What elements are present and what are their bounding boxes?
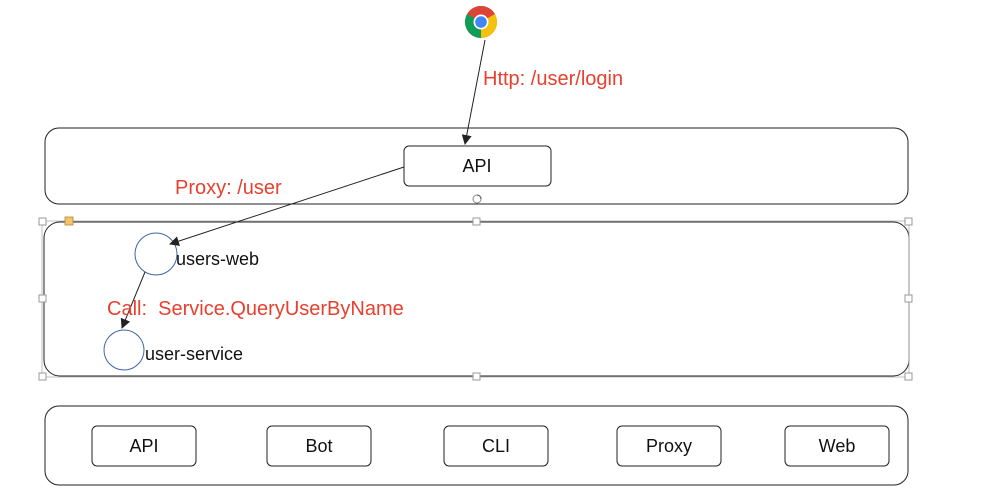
- call-annotation: Call: Service.QueryUserByName: [107, 298, 404, 320]
- handle-bottom-middle[interactable]: [472, 372, 481, 381]
- handle-top-right[interactable]: [904, 217, 913, 226]
- handle-top-middle[interactable]: [472, 217, 481, 226]
- handle-top-left[interactable]: [38, 217, 47, 226]
- corner-radius-handle[interactable]: [64, 216, 74, 226]
- client-label-proxy: Proxy: [646, 436, 692, 456]
- handle-bottom-right[interactable]: [904, 372, 913, 381]
- handle-middle-right[interactable]: [904, 294, 913, 303]
- users-web-label: users-web: [176, 249, 259, 269]
- users-web-node[interactable]: [134, 232, 178, 276]
- client-label-cli: CLI: [482, 436, 510, 456]
- client-label-api: API: [129, 436, 158, 456]
- client-box-bot[interactable]: Bot: [266, 425, 372, 467]
- client-box-api[interactable]: API: [91, 425, 197, 467]
- user-service-label: user-service: [145, 344, 243, 364]
- http-annotation: Http: /user/login: [483, 68, 623, 90]
- proxy-annotation: Proxy: /user: [175, 177, 282, 199]
- rotate-handle-icon[interactable]: [472, 194, 482, 204]
- user-service-node[interactable]: [103, 329, 145, 371]
- proxy-arrow: [169, 166, 405, 246]
- client-box-proxy[interactable]: Proxy: [616, 425, 722, 467]
- client-box-web[interactable]: Web: [784, 425, 890, 467]
- client-label-web: Web: [819, 436, 856, 456]
- selection-handles[interactable]: [38, 216, 913, 381]
- chrome-icon: [464, 5, 498, 38]
- handle-bottom-left[interactable]: [38, 372, 47, 381]
- client-label-bot: Bot: [305, 436, 332, 456]
- http-request-arrow: [461, 39, 486, 145]
- call-arrow: [120, 271, 146, 329]
- api-box[interactable]: API: [403, 145, 552, 187]
- api-layer-container: [44, 127, 909, 205]
- handle-middle-left[interactable]: [38, 294, 47, 303]
- api-box-label: API: [462, 156, 491, 176]
- client-box-cli[interactable]: CLI: [443, 425, 549, 467]
- clients-layer-container: [44, 405, 909, 486]
